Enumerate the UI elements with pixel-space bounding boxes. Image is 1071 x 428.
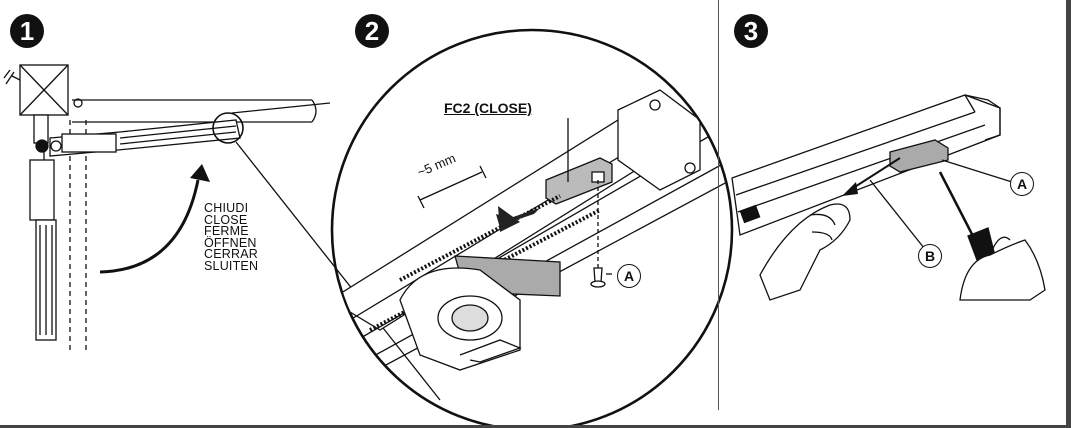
panel1-drawing (3, 64, 441, 401)
callout-a-panel3: A (1010, 172, 1034, 196)
arrow-icon (99, 179, 200, 274)
step-3-badge: 3 (734, 14, 768, 48)
panel2-drawing (330, 28, 734, 428)
step-2-badge: 2 (355, 14, 389, 48)
direction-label: CHIUDI (204, 201, 249, 215)
step-1-number: 1 (19, 16, 35, 46)
magnifier-circle-icon (212, 112, 244, 144)
zoom-circle (330, 28, 734, 428)
step-3-number: 3 (743, 16, 759, 46)
bottom-border (0, 425, 1071, 428)
panel-divider (718, 0, 719, 410)
callout-b-panel3: B (918, 244, 942, 268)
direction-label: CERRAR (204, 247, 258, 261)
screw-icon (593, 267, 603, 283)
direction-labels: CHIUDI CLOSE FERME ÖFFNEN CERRAR SLUITEN (204, 201, 259, 273)
magnet-block (889, 139, 949, 173)
direction-label: ÖFFNEN (204, 235, 257, 250)
cable (3, 69, 21, 85)
direction-label: SLUITEN (204, 258, 259, 273)
step-1-badge: 1 (10, 14, 44, 48)
hand-icon (759, 203, 851, 301)
direction-label: CLOSE (204, 212, 248, 227)
direction-label: FERME (204, 224, 249, 238)
step-2-number: 2 (364, 16, 380, 46)
panel3-drawing (731, 94, 1046, 301)
fc2-label: FC2 (CLOSE) (444, 100, 532, 116)
screwdriver-icon (938, 171, 977, 241)
callout-a-panel2: A (617, 264, 641, 288)
right-border (1066, 0, 1071, 428)
